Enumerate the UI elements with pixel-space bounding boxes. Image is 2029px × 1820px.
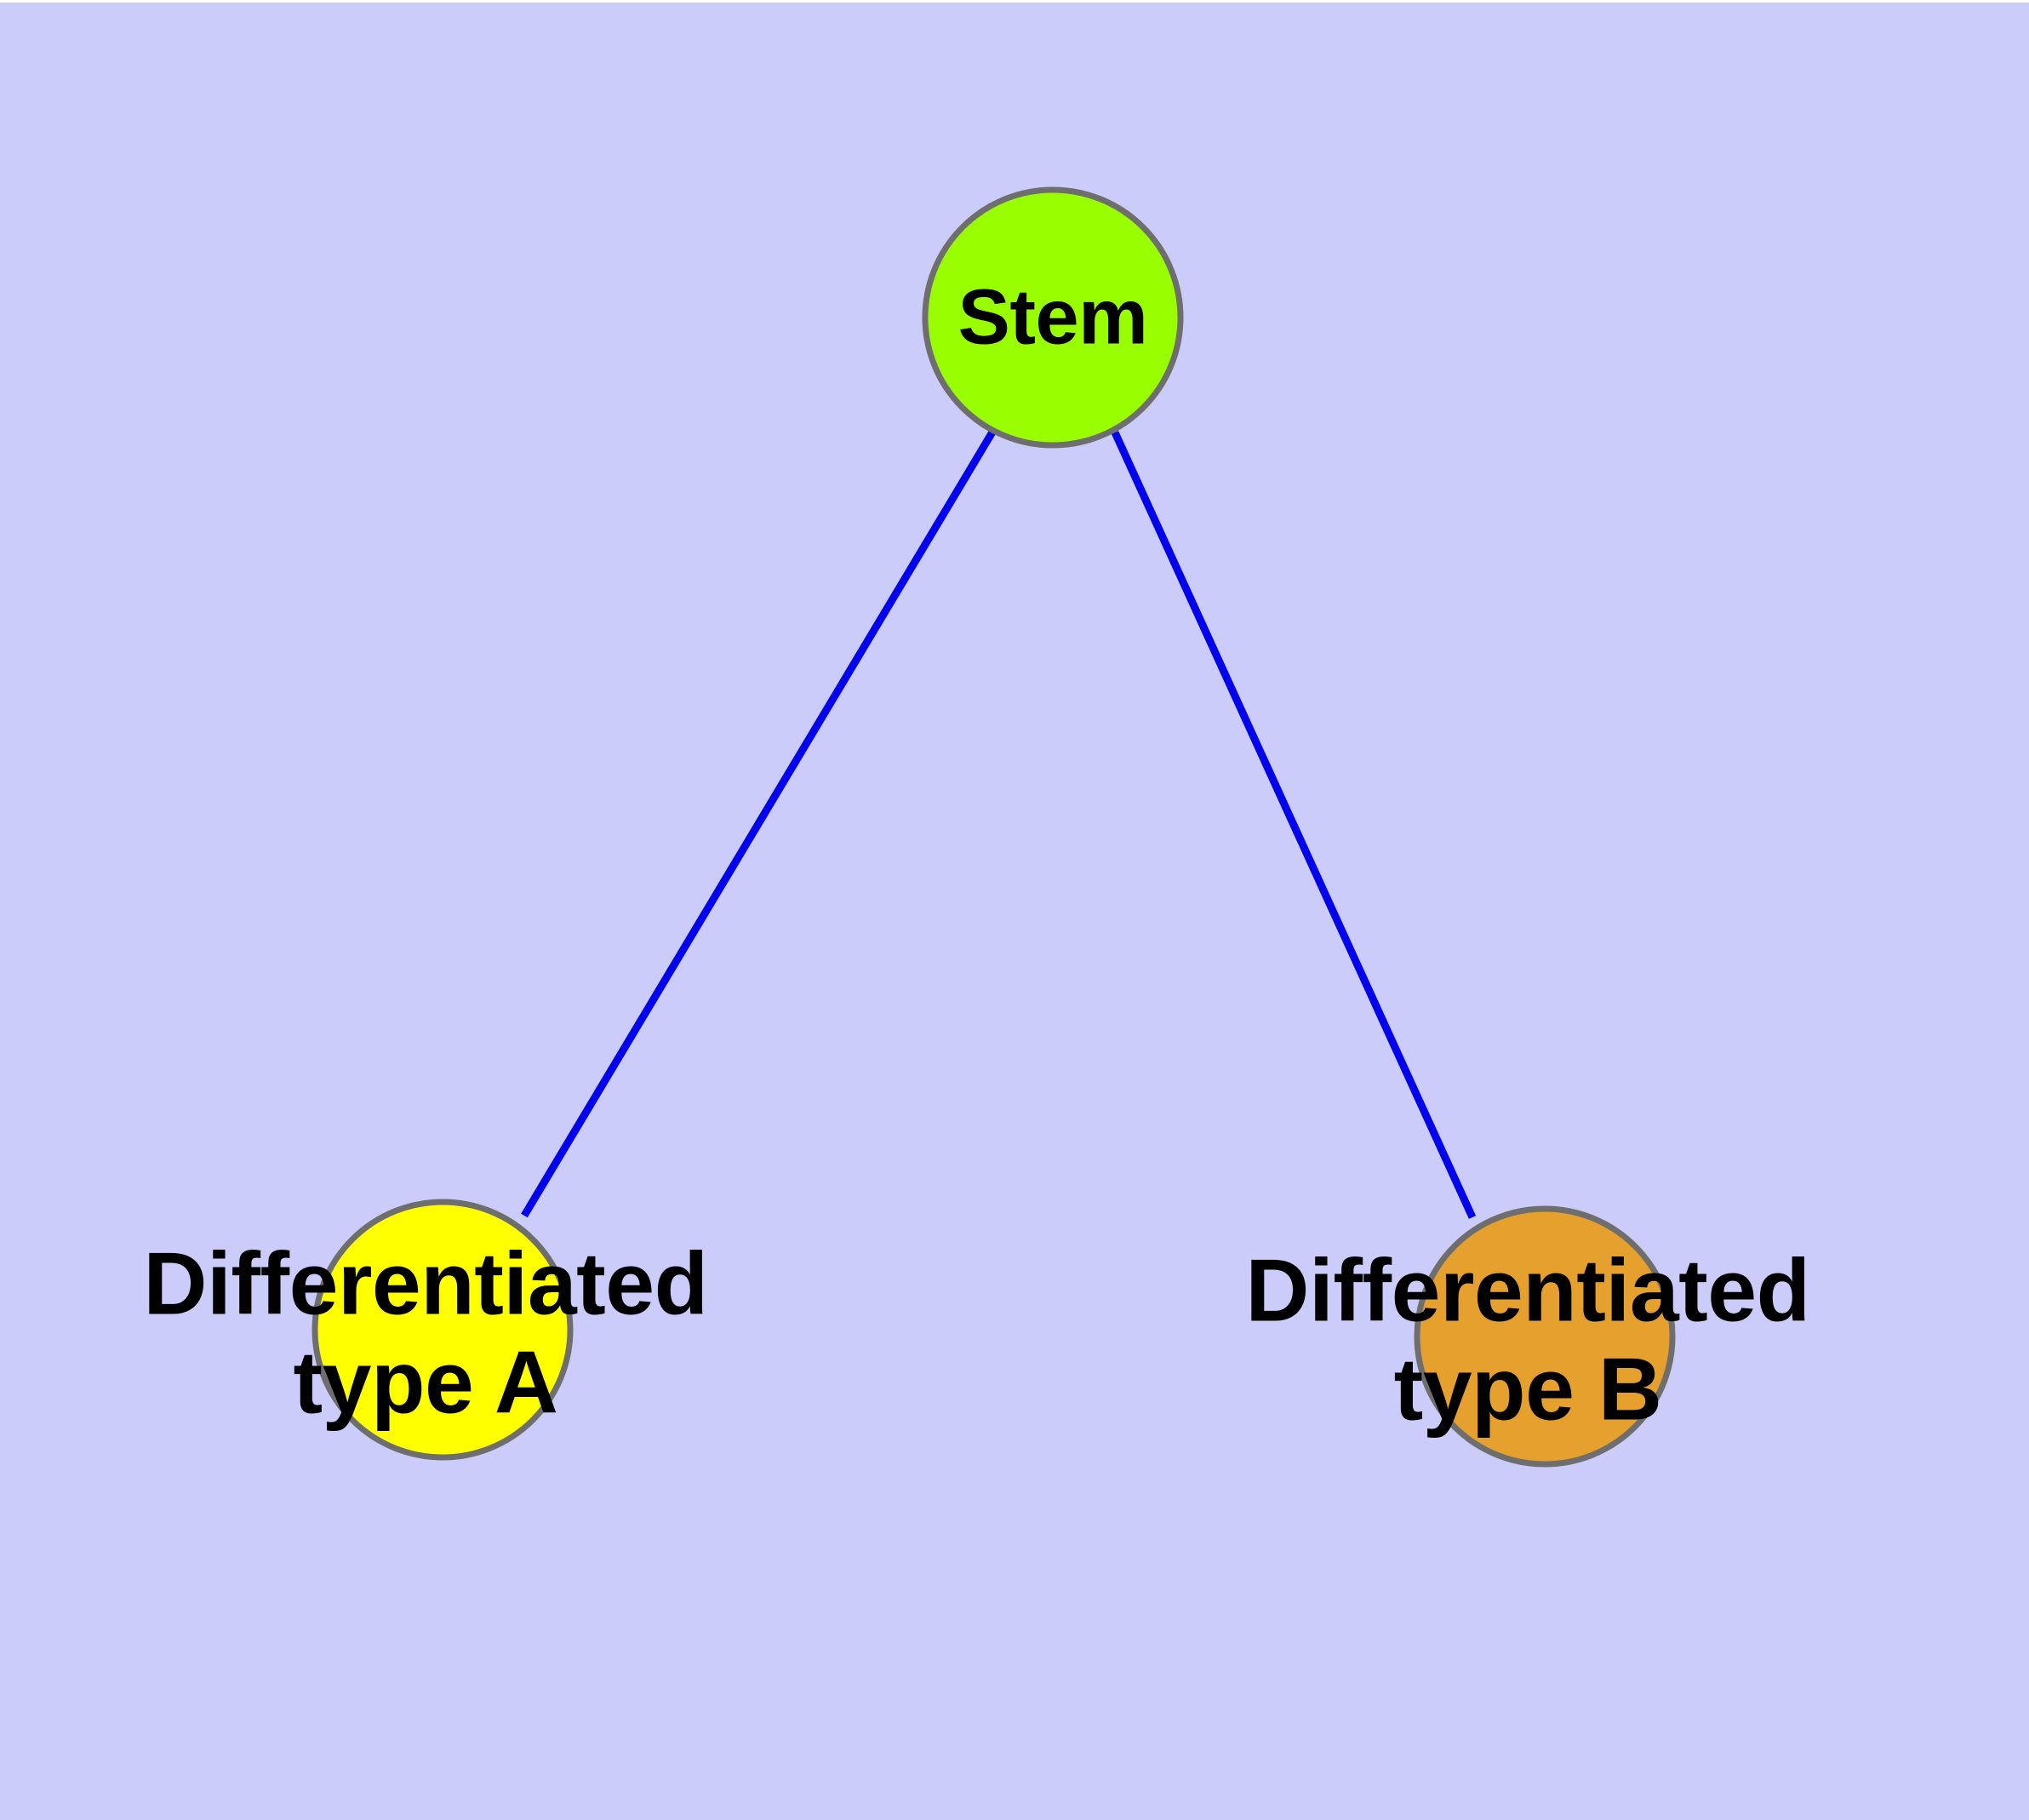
node-circle-type-a[interactable] — [311, 1199, 574, 1461]
edge-stem-to-type-b[interactable] — [1111, 431, 1477, 1219]
node-layer — [311, 186, 1676, 1468]
node-circle-type-b[interactable] — [1414, 1205, 1676, 1468]
edge-layer — [521, 428, 1477, 1219]
edge-stem-to-type-a[interactable] — [521, 428, 997, 1218]
node-circle-stem[interactable] — [922, 186, 1184, 449]
